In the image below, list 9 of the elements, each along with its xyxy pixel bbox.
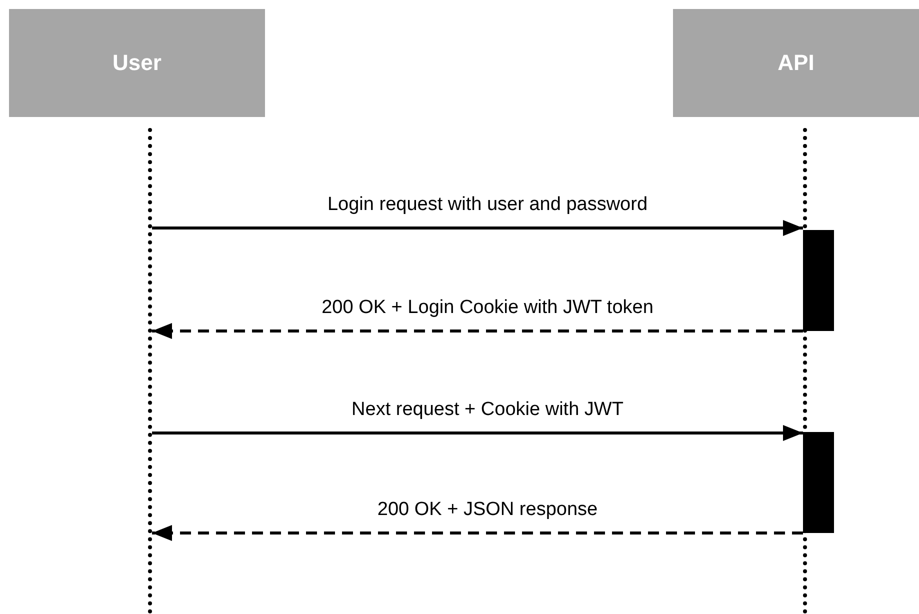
activation-bar [803,230,834,331]
activation-bar [803,432,834,533]
participant-box: User [9,9,265,117]
message-arrow [152,323,803,339]
message-arrow [152,220,803,236]
message-arrow [152,525,803,541]
lifeline [148,128,152,614]
participant-box: API [673,9,919,117]
message-arrow [152,425,803,441]
